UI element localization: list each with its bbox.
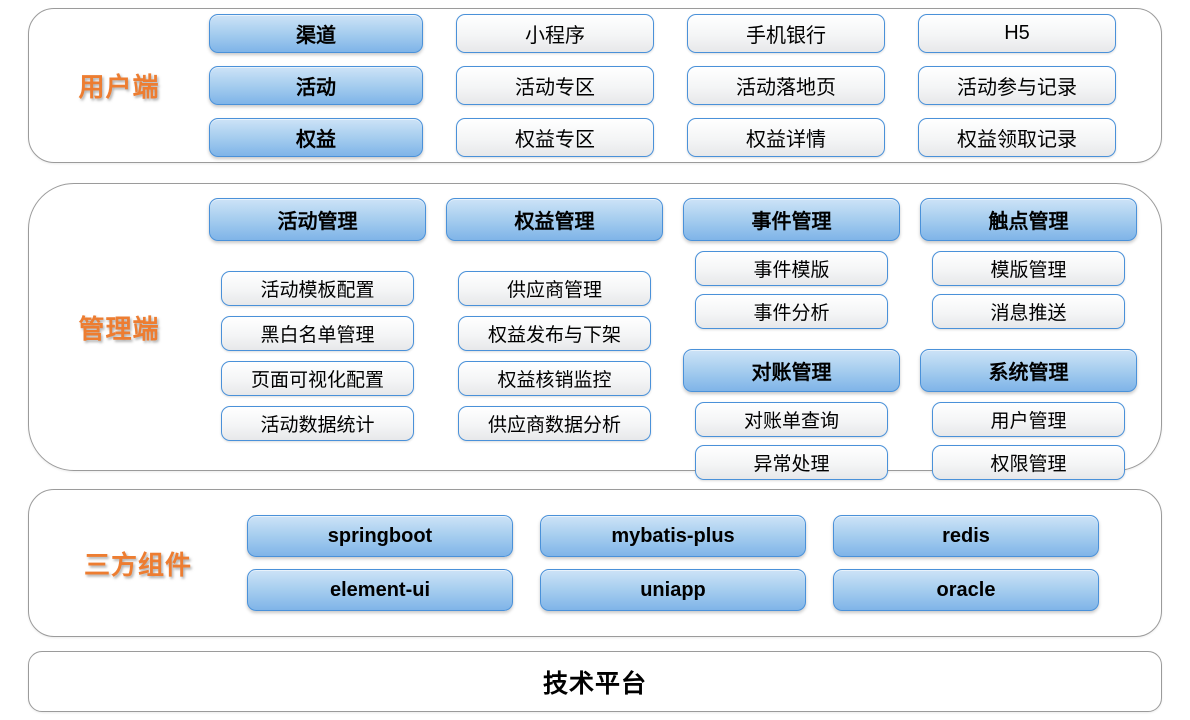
admin-header-benefit-mgmt: 权益管理 [446, 198, 663, 241]
user-side-label: 用户端 [78, 72, 160, 102]
admin-header-event-mgmt: 事件管理 [683, 198, 900, 241]
admin-item-recon-query: 对账单查询 [695, 402, 888, 437]
user-side-grid: 渠道 小程序 手机银行 H5 活动 活动专区 活动落地页 活动参与记录 权益 权… [209, 9, 1162, 162]
admin-item-event-template: 事件模版 [695, 251, 888, 286]
admin-item-event-analysis: 事件分析 [695, 294, 888, 329]
user-item-benefit-zone: 权益专区 [456, 118, 654, 157]
user-item-benefit-detail: 权益详情 [687, 118, 885, 157]
admin-item-permission-mgmt: 权限管理 [932, 445, 1125, 480]
component-springboot: springboot [247, 515, 513, 557]
component-element-ui: element-ui [247, 569, 513, 611]
admin-item-supplier-analytics: 供应商数据分析 [458, 406, 651, 441]
admin-item-exception-handling: 异常处理 [695, 445, 888, 480]
panel-admin-side: 管理端 活动管理 活动模板配置 黑白名单管理 页面可视化配置 活动数据统计 权益… [28, 183, 1163, 480]
admin-side-grid: 活动管理 活动模板配置 黑白名单管理 页面可视化配置 活动数据统计 权益管理 供… [209, 184, 1163, 480]
admin-item-message-push: 消息推送 [932, 294, 1125, 329]
user-item-activity-zone: 活动专区 [456, 66, 654, 105]
panel-third-party-components: 三方组件 springboot mybatis-plus redis eleme… [28, 489, 1162, 637]
admin-item-activity-template: 活动模板配置 [221, 271, 414, 306]
admin-side-label: 管理端 [78, 313, 160, 344]
panel-tech-platform: 技术平台 [28, 651, 1162, 712]
user-header-channel: 渠道 [209, 14, 423, 53]
component-mybatis-plus: mybatis-plus [540, 515, 806, 557]
components-grid: springboot mybatis-plus redis element-ui… [247, 490, 1163, 636]
admin-item-blackwhite-list: 黑白名单管理 [221, 316, 414, 351]
component-uniapp: uniapp [540, 569, 806, 611]
admin-item-benefit-publish: 权益发布与下架 [458, 316, 651, 351]
user-item-mobile-bank: 手机银行 [687, 14, 885, 53]
user-item-activity-records: 活动参与记录 [918, 66, 1116, 105]
admin-item-user-mgmt: 用户管理 [932, 402, 1125, 437]
user-item-benefit-records: 权益领取记录 [918, 118, 1116, 157]
admin-item-template-mgmt: 模版管理 [932, 251, 1125, 286]
admin-item-activity-statistics: 活动数据统计 [221, 406, 414, 441]
admin-col-event-recon: 事件管理 事件模版 事件分析 对账管理 对账单查询 异常处理 [683, 198, 900, 488]
admin-item-supplier-mgmt: 供应商管理 [458, 271, 651, 306]
component-oracle: oracle [833, 569, 1099, 611]
components-label: 三方组件 [83, 549, 192, 580]
user-item-h5: H5 [918, 14, 1116, 53]
admin-col-touchpoint-system: 触点管理 模版管理 消息推送 系统管理 用户管理 权限管理 [920, 198, 1137, 488]
admin-header-activity-mgmt: 活动管理 [209, 198, 426, 241]
tech-platform-title: 技术平台 [542, 669, 647, 698]
admin-item-page-visual-config: 页面可视化配置 [221, 361, 414, 396]
admin-item-benefit-redeem-mon: 权益核销监控 [458, 361, 651, 396]
user-item-miniprogram: 小程序 [456, 14, 654, 53]
panel-user-side: 用户端 渠道 小程序 手机银行 H5 活动 活动专区 活动落地页 活动参与记录 … [28, 8, 1162, 163]
user-item-activity-landing: 活动落地页 [687, 66, 885, 105]
admin-header-touchpoint-mgmt: 触点管理 [920, 198, 1137, 241]
component-redis: redis [833, 515, 1099, 557]
user-header-benefits: 权益 [209, 118, 423, 157]
admin-col-activity-mgmt: 活动管理 活动模板配置 黑白名单管理 页面可视化配置 活动数据统计 [209, 198, 426, 488]
admin-header-recon-mgmt: 对账管理 [683, 349, 900, 392]
admin-header-system-mgmt: 系统管理 [920, 349, 1137, 392]
user-header-activity: 活动 [209, 66, 423, 105]
admin-col-benefit-mgmt: 权益管理 供应商管理 权益发布与下架 权益核销监控 供应商数据分析 [446, 198, 663, 488]
